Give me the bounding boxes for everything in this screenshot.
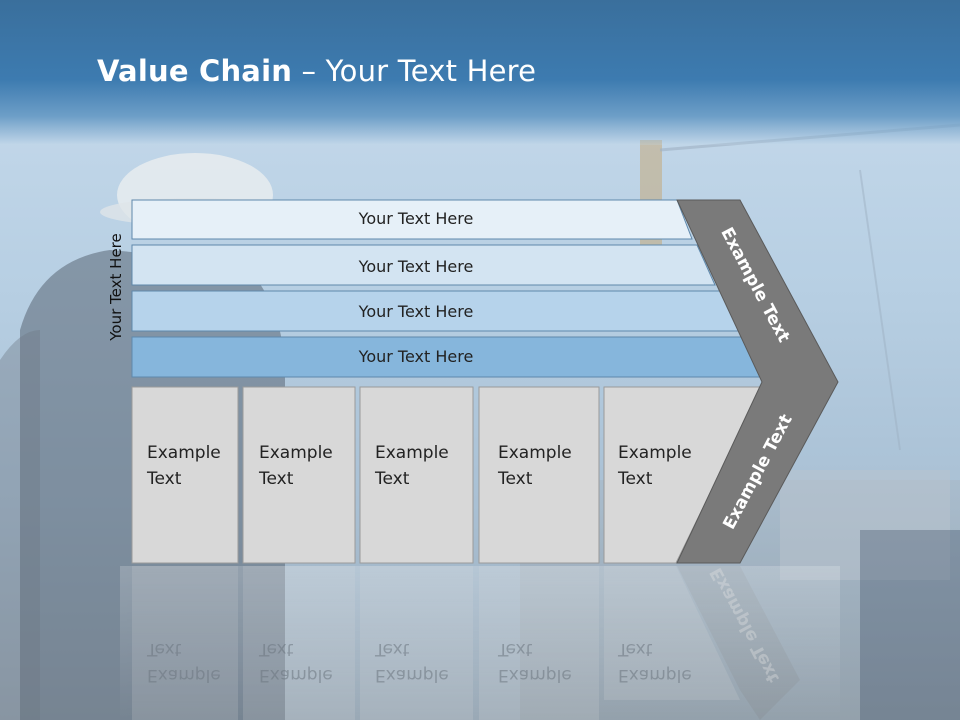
activity-cell-5-label: Example Text (618, 440, 692, 492)
activity-cell-3[interactable] (359, 386, 474, 564)
cell-3-line1: Example (375, 443, 449, 463)
activity-cell-1-label: Example Text (147, 440, 221, 492)
cell-1-line1: Example (147, 443, 221, 463)
cell-4-line2: Text (498, 469, 533, 489)
diagram-reflection (120, 566, 840, 720)
header-band (0, 0, 960, 145)
activity-cell-1[interactable] (131, 386, 239, 564)
activity-cell-2[interactable] (242, 386, 356, 564)
activity-cell-4-label: Example Text (498, 440, 572, 492)
support-bar-2-label: Your Text Here (358, 257, 474, 276)
support-bar-3-label: Your Text Here (358, 302, 474, 321)
slide-title[interactable]: Value Chain – Your Text Here (97, 54, 536, 88)
cell-2-line2: Text (259, 469, 294, 489)
title-rest: – Your Text Here (292, 54, 537, 88)
margin-chevron[interactable] (676, 199, 839, 564)
activity-cell-4[interactable] (478, 386, 600, 564)
cell-3-line2: Text (375, 469, 410, 489)
support-bar-1[interactable] (131, 199, 693, 240)
activity-cell-3-label: Example Text (375, 440, 449, 492)
activity-cell-5[interactable] (603, 386, 763, 564)
cell-2-line1: Example (259, 443, 333, 463)
cell-4-line1: Example (498, 443, 572, 463)
title-bold: Value Chain (97, 54, 293, 88)
support-bar-4-label: Your Text Here (358, 347, 474, 366)
activity-cell-2-label: Example Text (259, 440, 333, 492)
cell-1-line2: Text (147, 469, 182, 489)
support-bar-2[interactable] (131, 244, 716, 286)
cell-5-line1: Example (618, 443, 692, 463)
cell-5-line2: Text (618, 469, 653, 489)
support-bar-1-label: Your Text Here (358, 209, 474, 228)
